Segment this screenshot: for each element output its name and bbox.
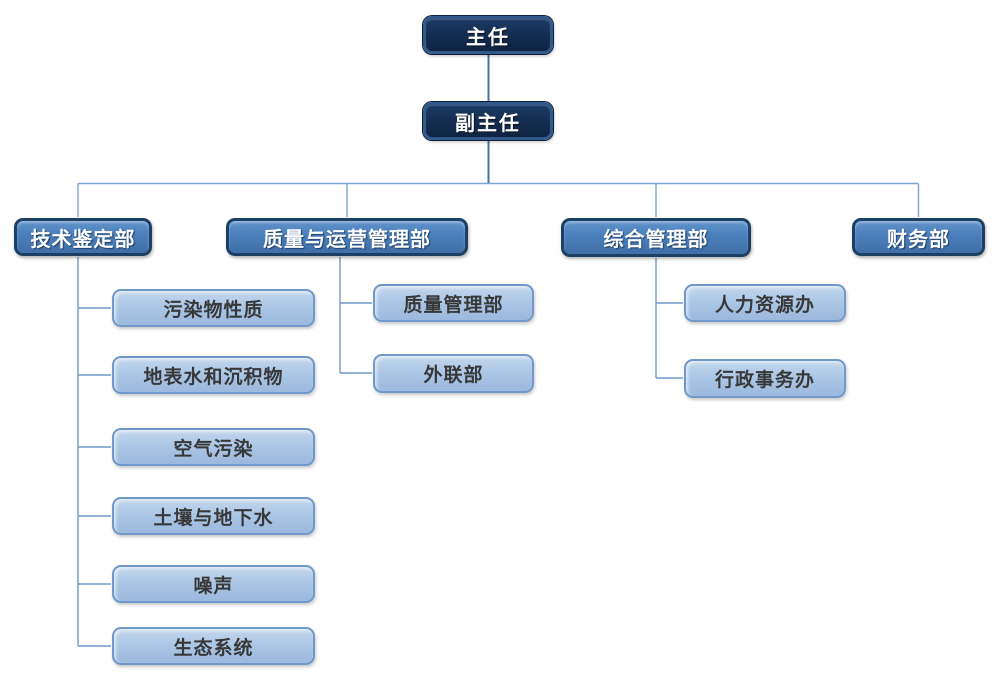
node-sub-air-pollution: 空气污染: [112, 428, 315, 466]
node-dept-technical-appraisal: 技术鉴定部: [14, 218, 152, 256]
node-sub-surface-water-sediment: 地表水和沉积物: [112, 356, 315, 394]
node-sub-external-relations: 外联部: [373, 354, 534, 393]
connector-dept3-children: [655, 258, 683, 379]
node-sub-pollutant-properties: 污染物性质: [112, 289, 315, 327]
node-dept-general-management: 综合管理部: [561, 218, 751, 257]
node-sub-ecosystem: 生态系统: [112, 627, 315, 665]
node-dept-finance: 财务部: [852, 218, 985, 256]
node-deputy-director: 副主任: [423, 102, 553, 140]
connector-dept1-children: [77, 257, 111, 647]
node-sub-human-resources: 人力资源办: [684, 284, 846, 322]
node-sub-administrative-affairs: 行政事务办: [684, 359, 846, 398]
node-director: 主任: [423, 16, 553, 54]
connector-dept2-children: [339, 257, 372, 374]
node-sub-quality-management: 质量管理部: [373, 284, 534, 322]
node-dept-quality-operations: 质量与运营管理部: [226, 218, 468, 256]
node-sub-noise: 噪声: [112, 565, 315, 603]
connector-level2-bus: [77, 182, 920, 217]
node-sub-soil-groundwater: 土壤与地下水: [112, 497, 315, 535]
